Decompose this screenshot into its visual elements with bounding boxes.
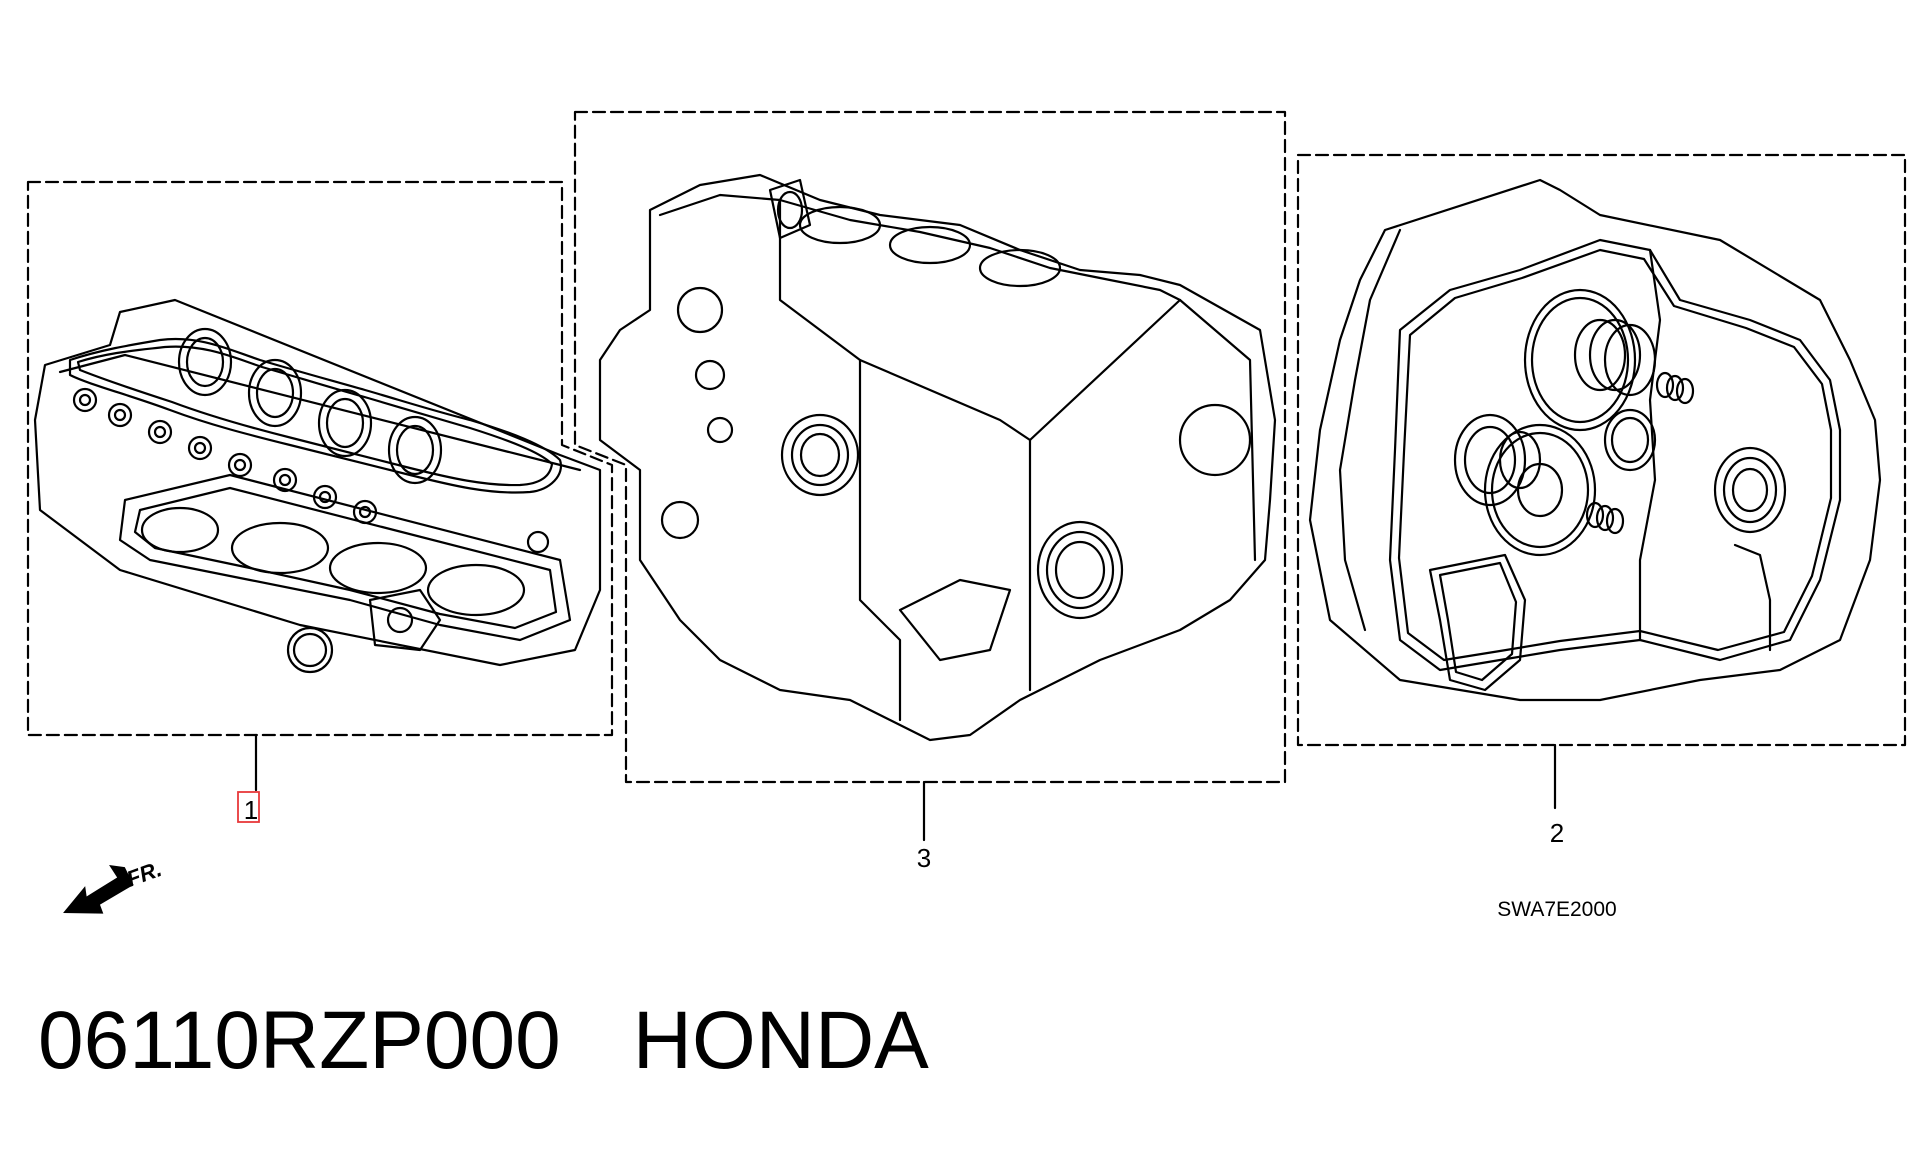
transmission-case-illustration <box>1308 178 1882 702</box>
callout-3-number[interactable]: 3 <box>917 843 931 873</box>
diagram-code: SWA7E2000 <box>1497 898 1616 921</box>
callout-1-number[interactable]: 1 <box>244 795 258 825</box>
engine-block-illustration <box>598 173 1277 742</box>
cylinder-head-illustration <box>33 298 602 674</box>
callout-1-highlight <box>237 791 260 823</box>
kit-1-dashed-frame <box>26 180 614 737</box>
front-arrow-icon <box>63 864 134 914</box>
brand-name: HONDA <box>632 995 929 1086</box>
front-marker-label: FR. <box>123 856 165 892</box>
front-direction-arrow: FR. <box>63 856 165 914</box>
kit-3-dashed-frame <box>573 110 1287 784</box>
part-number: 06110RZP000 <box>38 995 561 1086</box>
callout-2-number[interactable]: 2 <box>1550 818 1564 848</box>
kit-2-dashed-frame <box>1296 153 1907 747</box>
